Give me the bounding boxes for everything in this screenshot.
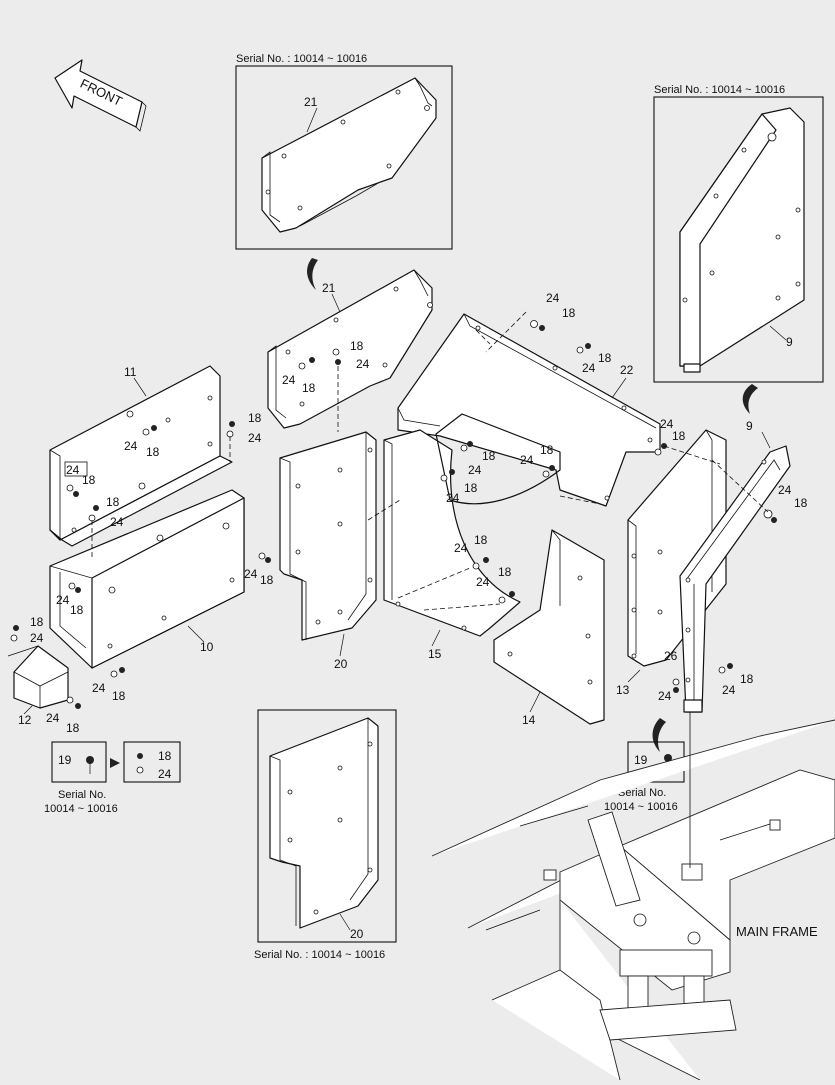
callout-left-serial-line2: 10014 ~ 10016 [44, 803, 118, 815]
callout-left: 19 18 24 Serial No. 10014 ~ 10016 [44, 741, 181, 815]
part-label-9-variant: 9 [786, 335, 793, 349]
hw-26: 26 [664, 649, 678, 663]
hw-18-d: 18 [598, 351, 612, 365]
hw-24-p: 24 [66, 463, 80, 477]
hw-18-l: 18 [740, 672, 754, 686]
hw-24-f: 24 [446, 491, 460, 505]
callout-right-serial-line2: 10014 ~ 10016 [604, 801, 678, 813]
pointer-9-to-frame [652, 718, 666, 752]
part-label-12: 12 [18, 713, 32, 727]
hw-18-b: 18 [350, 339, 364, 353]
part-15-plate: 15 [383, 429, 521, 661]
hw-18-p: 18 [82, 473, 96, 487]
part-label-20: 20 [334, 657, 348, 671]
hw-18-i: 18 [498, 565, 512, 579]
main-frame: MAIN FRAME [431, 712, 835, 1081]
callout-right-serial-line1: Serial No. [618, 787, 666, 799]
hw-18-r: 18 [70, 603, 84, 617]
hw-24-v: 24 [46, 711, 60, 725]
hw-24-g: 24 [520, 453, 534, 467]
hw-24-s: 24 [244, 567, 258, 581]
hw-24-d: 24 [582, 361, 596, 375]
hw-18-v: 18 [66, 721, 80, 735]
hw-24-i: 24 [476, 575, 490, 589]
part-label-21: 21 [322, 281, 336, 295]
callout-left-18: 18 [158, 749, 172, 763]
part-label-13: 13 [616, 683, 630, 697]
hw-18-t: 18 [112, 689, 126, 703]
front-direction-arrow: FRONT [54, 59, 147, 132]
serial-box-top-right: Serial No. : 10014 ~ 10016 9 [653, 84, 824, 414]
part-label-20-variant: 20 [350, 927, 364, 941]
part-label-22: 22 [620, 363, 634, 377]
hardware-group: 24 18 18 24 24 18 18 24 18 24 24 18 18 2… [10, 291, 808, 735]
hw-24-l: 24 [658, 689, 672, 703]
hw-24-o: 24 [248, 431, 262, 445]
serial-box-bottom-center: Serial No. : 10014 ~ 10016 20 [254, 709, 397, 961]
hw-24-m: 24 [722, 683, 736, 697]
part-label-11: 11 [124, 365, 137, 379]
callout-left-24: 24 [158, 767, 172, 781]
hw-24-c: 24 [546, 291, 560, 305]
hw-18-e: 18 [482, 449, 496, 463]
variant-pointer-21 [307, 258, 318, 290]
hw-24-n: 24 [124, 439, 138, 453]
part-label-15: 15 [428, 647, 442, 661]
hw-18-g: 18 [540, 443, 554, 457]
part-label-10: 10 [200, 640, 214, 654]
callout-left-19: 19 [58, 753, 72, 767]
hw-24-t: 24 [92, 681, 106, 695]
hw-24-b: 24 [356, 357, 370, 371]
serial-box-top-right-label: Serial No. : 10014 ~ 10016 [654, 84, 785, 96]
hw-24-j: 24 [660, 417, 674, 431]
part-label-21-variant: 21 [304, 95, 318, 109]
part-11-plate: 11 [49, 365, 233, 547]
part-9-post: 9 [652, 419, 791, 752]
hw-18-s: 18 [260, 573, 274, 587]
hw-18-h: 18 [474, 533, 488, 547]
hw-18-o: 18 [248, 411, 262, 425]
serial-box-bottom-center-label: Serial No. : 10014 ~ 10016 [254, 949, 385, 961]
part-label-9: 9 [746, 419, 753, 433]
variant-pointer-9 [742, 384, 758, 414]
hw-18-u: 18 [30, 615, 44, 629]
hw-24-a: 24 [282, 373, 296, 387]
hw-24-u: 24 [30, 631, 44, 645]
hw-18-f: 18 [464, 481, 478, 495]
hw-18-a: 18 [302, 381, 316, 395]
hw-18-q: 18 [106, 495, 120, 509]
serial-box-top-center-label: Serial No. : 10014 ~ 10016 [236, 53, 367, 65]
part-12-bracket: 12 [7, 645, 69, 727]
callout-left-serial-line1: Serial No. [58, 789, 106, 801]
part-10-box: 10 [49, 489, 245, 669]
part-21-cover: 21 [267, 269, 433, 429]
main-frame-label: MAIN FRAME [736, 924, 818, 939]
part-20-cover: 20 [279, 431, 377, 671]
hw-18-k: 18 [794, 496, 808, 510]
hw-24-q: 24 [110, 515, 124, 529]
hw-24-r: 24 [56, 593, 70, 607]
callout-right-19: 19 [634, 753, 648, 767]
assembly-guides [367, 495, 601, 611]
hw-24-e: 24 [468, 463, 482, 477]
part-14-plate: 14 [435, 413, 605, 727]
hw-24-k: 24 [778, 483, 792, 497]
hw-24-h: 24 [454, 541, 468, 555]
hw-18-j: 18 [672, 429, 686, 443]
hw-18-n: 18 [146, 445, 160, 459]
part-label-14: 14 [522, 713, 536, 727]
hw-18-c: 18 [562, 306, 576, 320]
serial-box-top-center: Serial No. : 10014 ~ 10016 21 [235, 53, 453, 290]
